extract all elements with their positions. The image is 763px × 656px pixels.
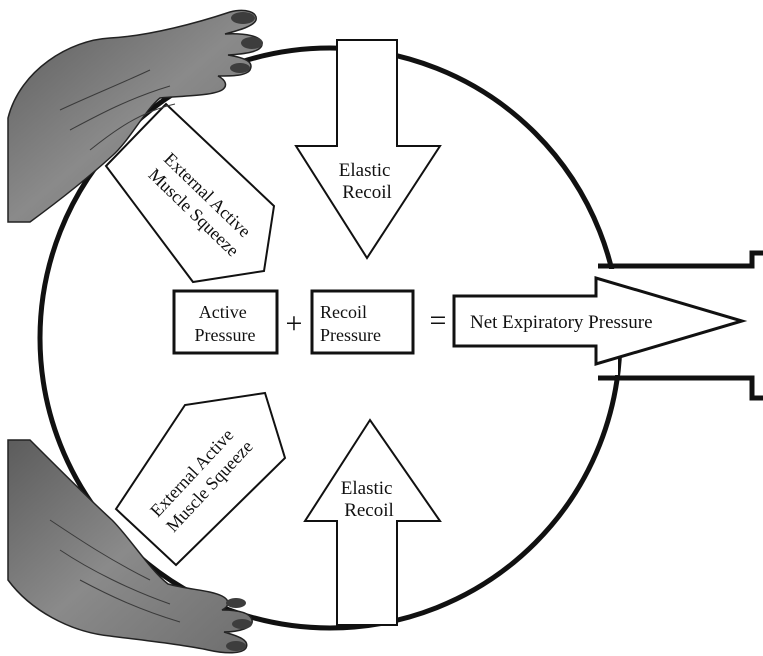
recoil-pressure-label: Recoil Pressure — [320, 302, 381, 345]
recoil-pressure-box — [310, 289, 415, 355]
active-pressure-box — [172, 289, 279, 355]
plus-sign: + — [286, 307, 303, 340]
bottom-hand-illustration — [7, 439, 253, 654]
net-expiratory-pressure-label: Net Expiratory Pressure — [470, 312, 653, 333]
active-pressure-label: Active Pressure — [195, 302, 256, 345]
elastic-recoil-bottom-label: Elastic Recoil — [341, 478, 397, 521]
elastic-recoil-top-label: Elastic Recoil — [339, 160, 395, 203]
elastic-recoil-top-arrow — [294, 39, 442, 260]
top-hand-illustration — [7, 9, 263, 223]
squeeze-bottom-arrow — [114, 391, 287, 567]
elastic-recoil-bottom-arrow — [303, 418, 442, 626]
squeeze-top-arrow — [104, 102, 276, 284]
outlet-tube — [598, 250, 763, 401]
net-expiratory-pressure-arrow — [452, 275, 748, 367]
equals-sign: = — [430, 304, 447, 337]
